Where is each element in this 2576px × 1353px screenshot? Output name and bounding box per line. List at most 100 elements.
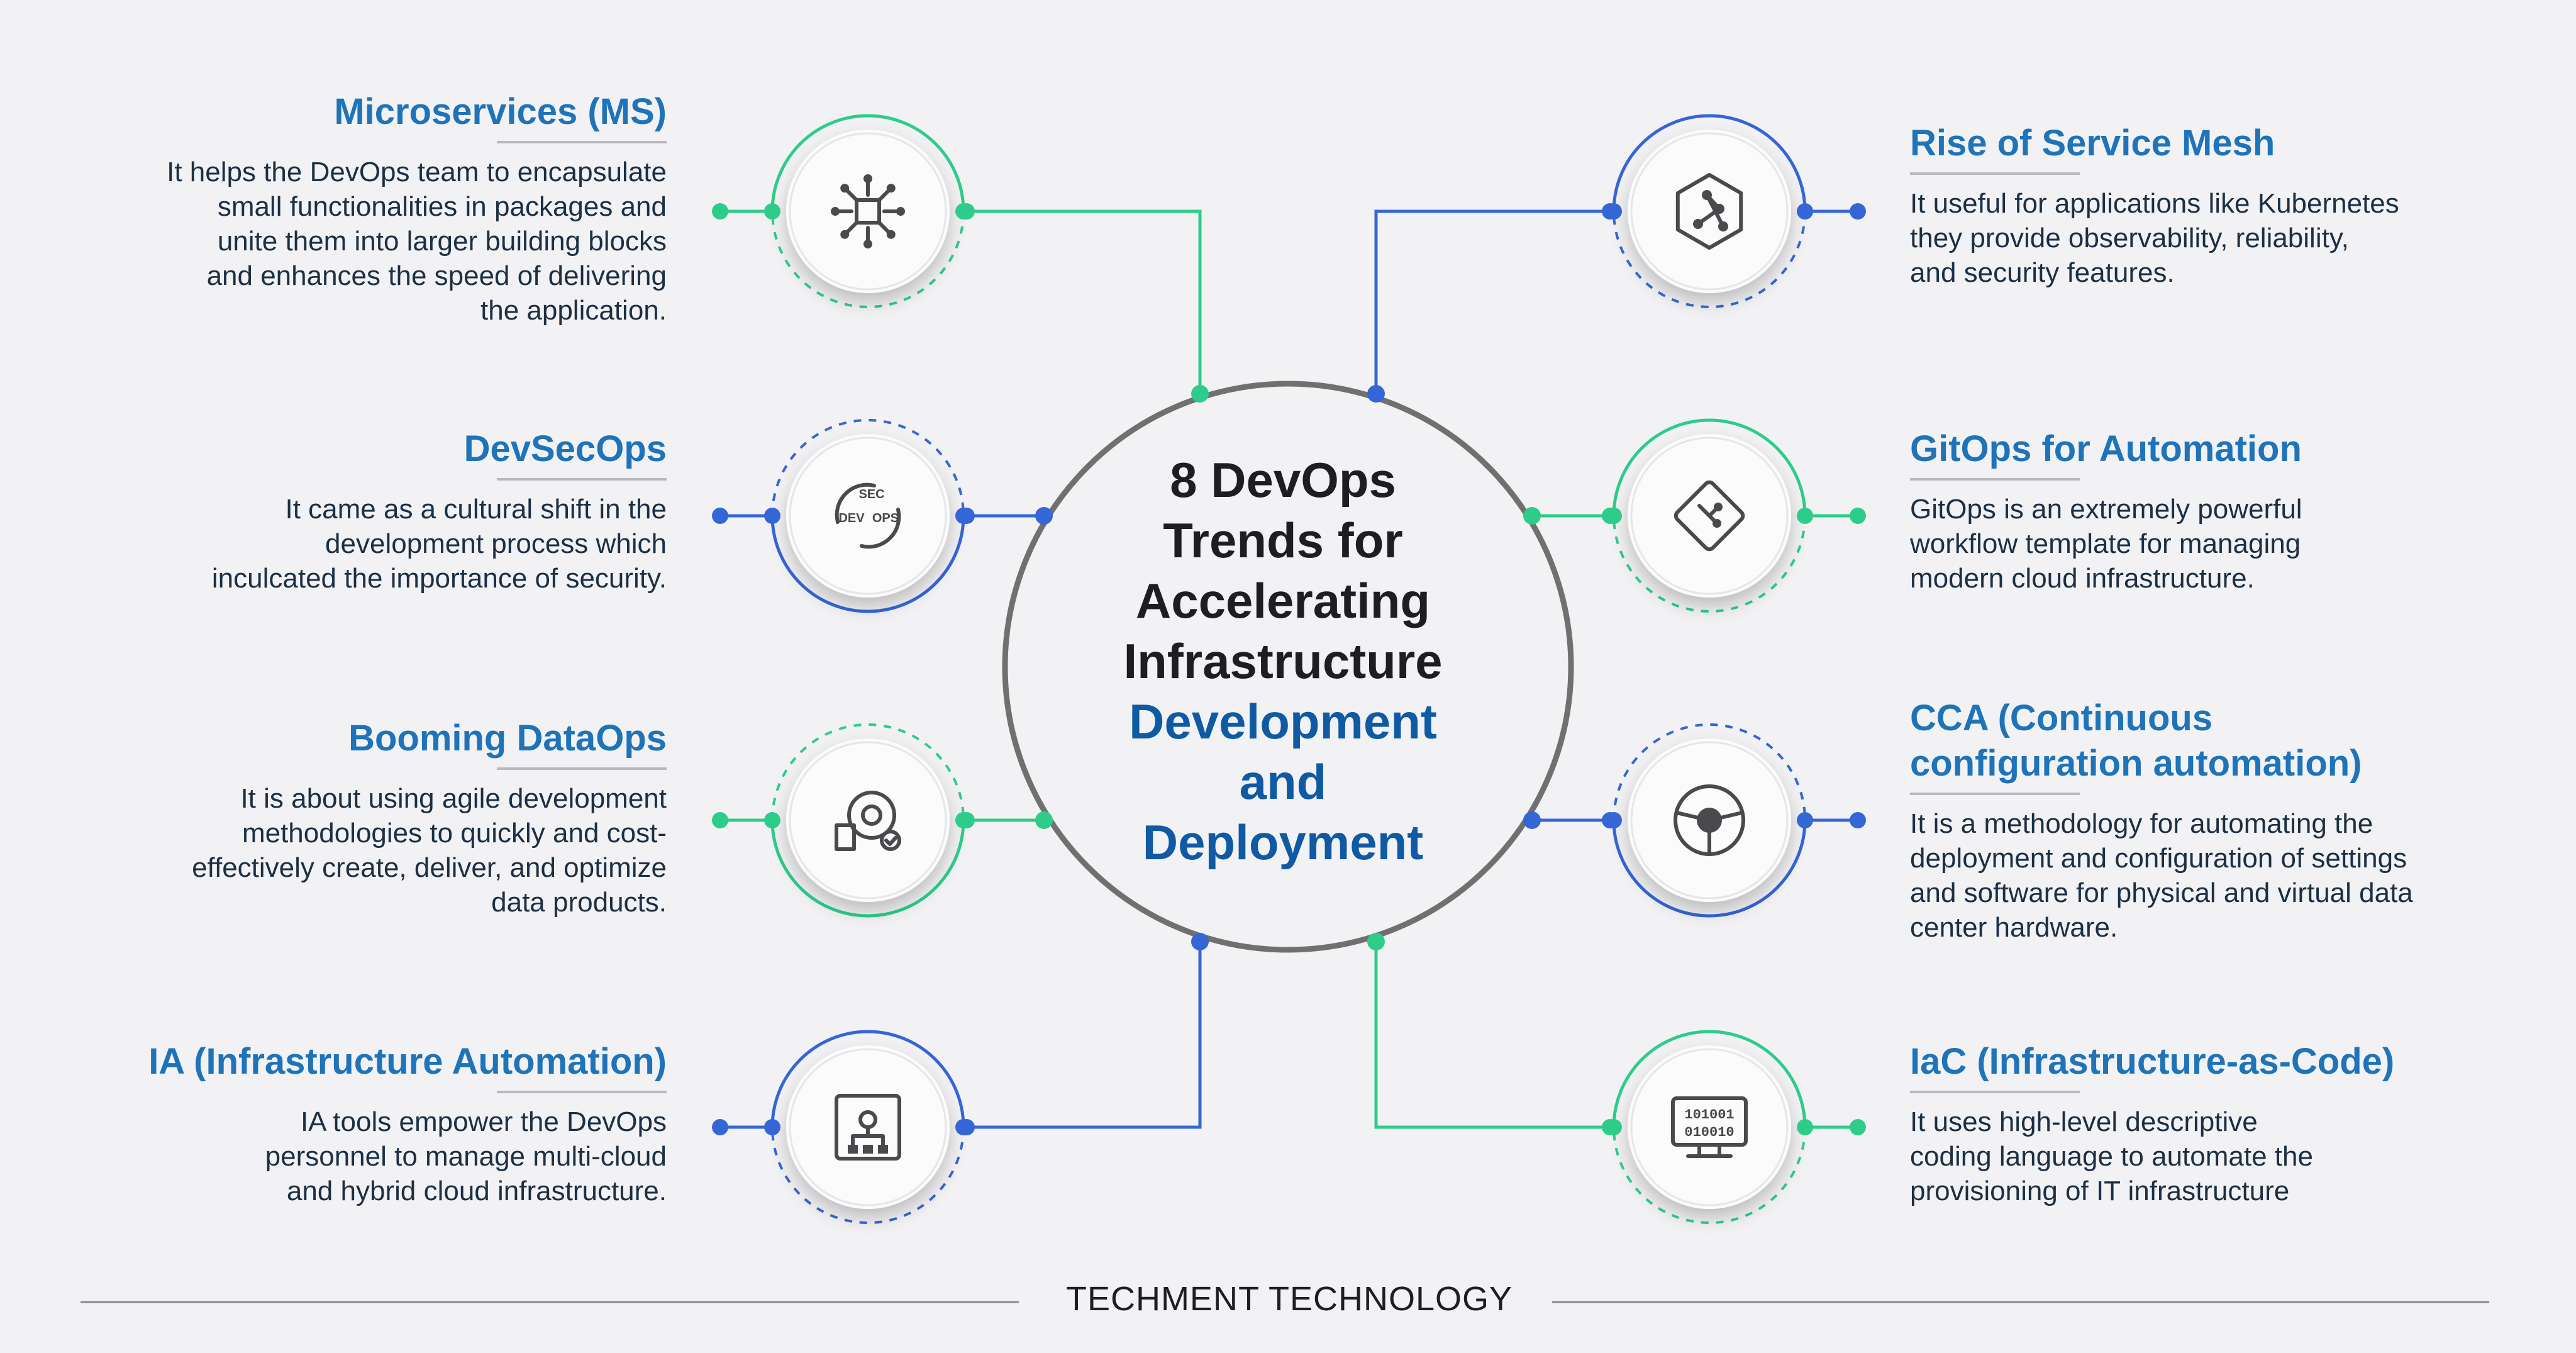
stub-dot [712, 203, 728, 220]
cycle-arc [835, 482, 876, 524]
wheel-spokes [1675, 811, 1744, 856]
trend-title: GitOps for Automation [1910, 428, 2302, 469]
frame-shape [835, 1094, 901, 1161]
leaf-node [878, 1145, 888, 1154]
arc-dot [955, 508, 972, 524]
title-underline [1910, 1091, 2080, 1093]
leaf-node [848, 1145, 858, 1154]
trend-devsecops: DevSecOps It came as a cultural shift in… [38, 426, 667, 596]
binary-line: 101001 [1684, 1107, 1734, 1123]
trend-node [1602, 723, 1866, 918]
node-dot [840, 230, 850, 239]
trend-title: CCA (Continuous configuration automation… [1910, 698, 2362, 784]
node-arc-dashed [1613, 515, 1806, 613]
check-badge [880, 830, 901, 851]
node-arc-solid [1612, 114, 1807, 212]
trend-description: It useful for applications like Kubernet… [1910, 188, 2399, 288]
node-dot [863, 174, 872, 183]
node-dot [886, 184, 896, 193]
arc-dot [1797, 1119, 1813, 1135]
ring-dot [1523, 811, 1541, 829]
node-arc-dashed [771, 1127, 965, 1224]
title-underline [1910, 478, 2080, 481]
ring-dot [1367, 933, 1385, 950]
center-title-line: Infrastructure [1123, 633, 1443, 689]
diamond-shape [1674, 480, 1745, 552]
trend-microservices: Microservices (MS) It helps the DevOps t… [38, 89, 667, 328]
node-dot [840, 184, 850, 193]
arc-dot [764, 812, 780, 828]
trend-title: IaC (Infrastructure-as-Code) [1910, 1041, 2395, 1082]
mesh-node [1702, 190, 1712, 200]
icon-disc-inner-ring [1630, 132, 1789, 291]
node-arc-solid [770, 820, 965, 918]
icon-label-dev: DEV [838, 511, 865, 525]
title-underline [497, 478, 667, 481]
cube-shape [855, 198, 881, 225]
node-arc-dashed [1613, 211, 1806, 308]
trend-description: It helps the DevOps team to encapsulate … [167, 157, 667, 326]
arc-dot [1797, 812, 1813, 828]
icon-disc-inner-ring [789, 741, 947, 899]
ring-dot [1035, 507, 1053, 525]
center-title: 8 DevOps Trends for Accelerating Infrast… [1044, 450, 1522, 872]
trend-infrastructure-automation: IA (Infrastructure Automation) IA tools … [38, 1039, 667, 1208]
trend-gitops: GitOps for Automation GitOps is an extre… [1910, 426, 2539, 596]
ring-dot [1523, 507, 1541, 525]
ring-dot [1191, 933, 1209, 950]
trend-description: GitOps is an extremely powerful workflow… [1910, 494, 2302, 594]
icon-disc-inner-ring [789, 1048, 947, 1206]
trend-description: IA tools empower the DevOps personnel to… [265, 1106, 667, 1206]
connector-lines [967, 209, 1610, 1129]
arc-dot [1606, 508, 1622, 524]
node-arc-solid [770, 1030, 965, 1128]
gear-ring [847, 791, 896, 840]
trend-description: It is about using agile development meth… [192, 783, 667, 918]
arc-dot [1797, 203, 1813, 220]
arc-dot [1797, 508, 1813, 524]
trend-title: Microservices (MS) [334, 91, 667, 132]
icon-disc [786, 130, 950, 293]
connector-line [967, 942, 1202, 1129]
ring-dot [1035, 811, 1053, 829]
title-underline [497, 767, 667, 770]
center-title-line-highlight: and [1239, 754, 1327, 810]
steering-wheel-icon [1674, 784, 1745, 856]
center-title-line: Accelerating [1135, 573, 1431, 628]
binary-line: 010010 [1684, 1125, 1734, 1140]
connector-line [1374, 942, 1610, 1129]
center-title-line: 8 DevOps [1170, 452, 1396, 508]
arc-dot [1606, 812, 1622, 828]
node-dot [831, 207, 840, 216]
center-title-line-highlight: Deployment [1142, 815, 1424, 870]
arc-dot [764, 1119, 780, 1135]
gear-hub [861, 805, 882, 826]
trend-node [712, 1030, 975, 1224]
node-arc-dashed [1613, 723, 1806, 821]
node-arc-solid [770, 114, 965, 212]
node-dot [896, 207, 905, 216]
footer-brand: TECHMENT TECHNOLOGY [1065, 1280, 1513, 1318]
trend-service-mesh: Rise of Service Mesh It useful for appli… [1910, 121, 2539, 290]
icon-disc [786, 738, 950, 902]
stub-dot [712, 508, 728, 524]
trend-dataops: Booming DataOps It is about using agile … [38, 716, 667, 920]
center-title-line: Trends for [1163, 513, 1403, 568]
icon-disc [1628, 130, 1791, 293]
commit-dot [1714, 503, 1723, 511]
arc-dot [764, 203, 780, 220]
icon-label-sec: SEC [858, 487, 884, 501]
binary-monitor-icon: 101001 010010 [1671, 1096, 1748, 1158]
trend-node: 101001 010010 [1602, 1030, 1866, 1224]
arc-dot [955, 203, 972, 220]
automation-flow-icon [835, 1094, 901, 1161]
center-ring-dots [1035, 385, 1541, 950]
ring-dot [1367, 385, 1385, 403]
node-arc-solid [1612, 1030, 1807, 1128]
connector-line [1374, 209, 1610, 394]
trend-description: It came as a cultural shift in the devel… [211, 494, 667, 594]
stub-dot [1850, 508, 1866, 524]
stub-dot [1850, 203, 1866, 220]
